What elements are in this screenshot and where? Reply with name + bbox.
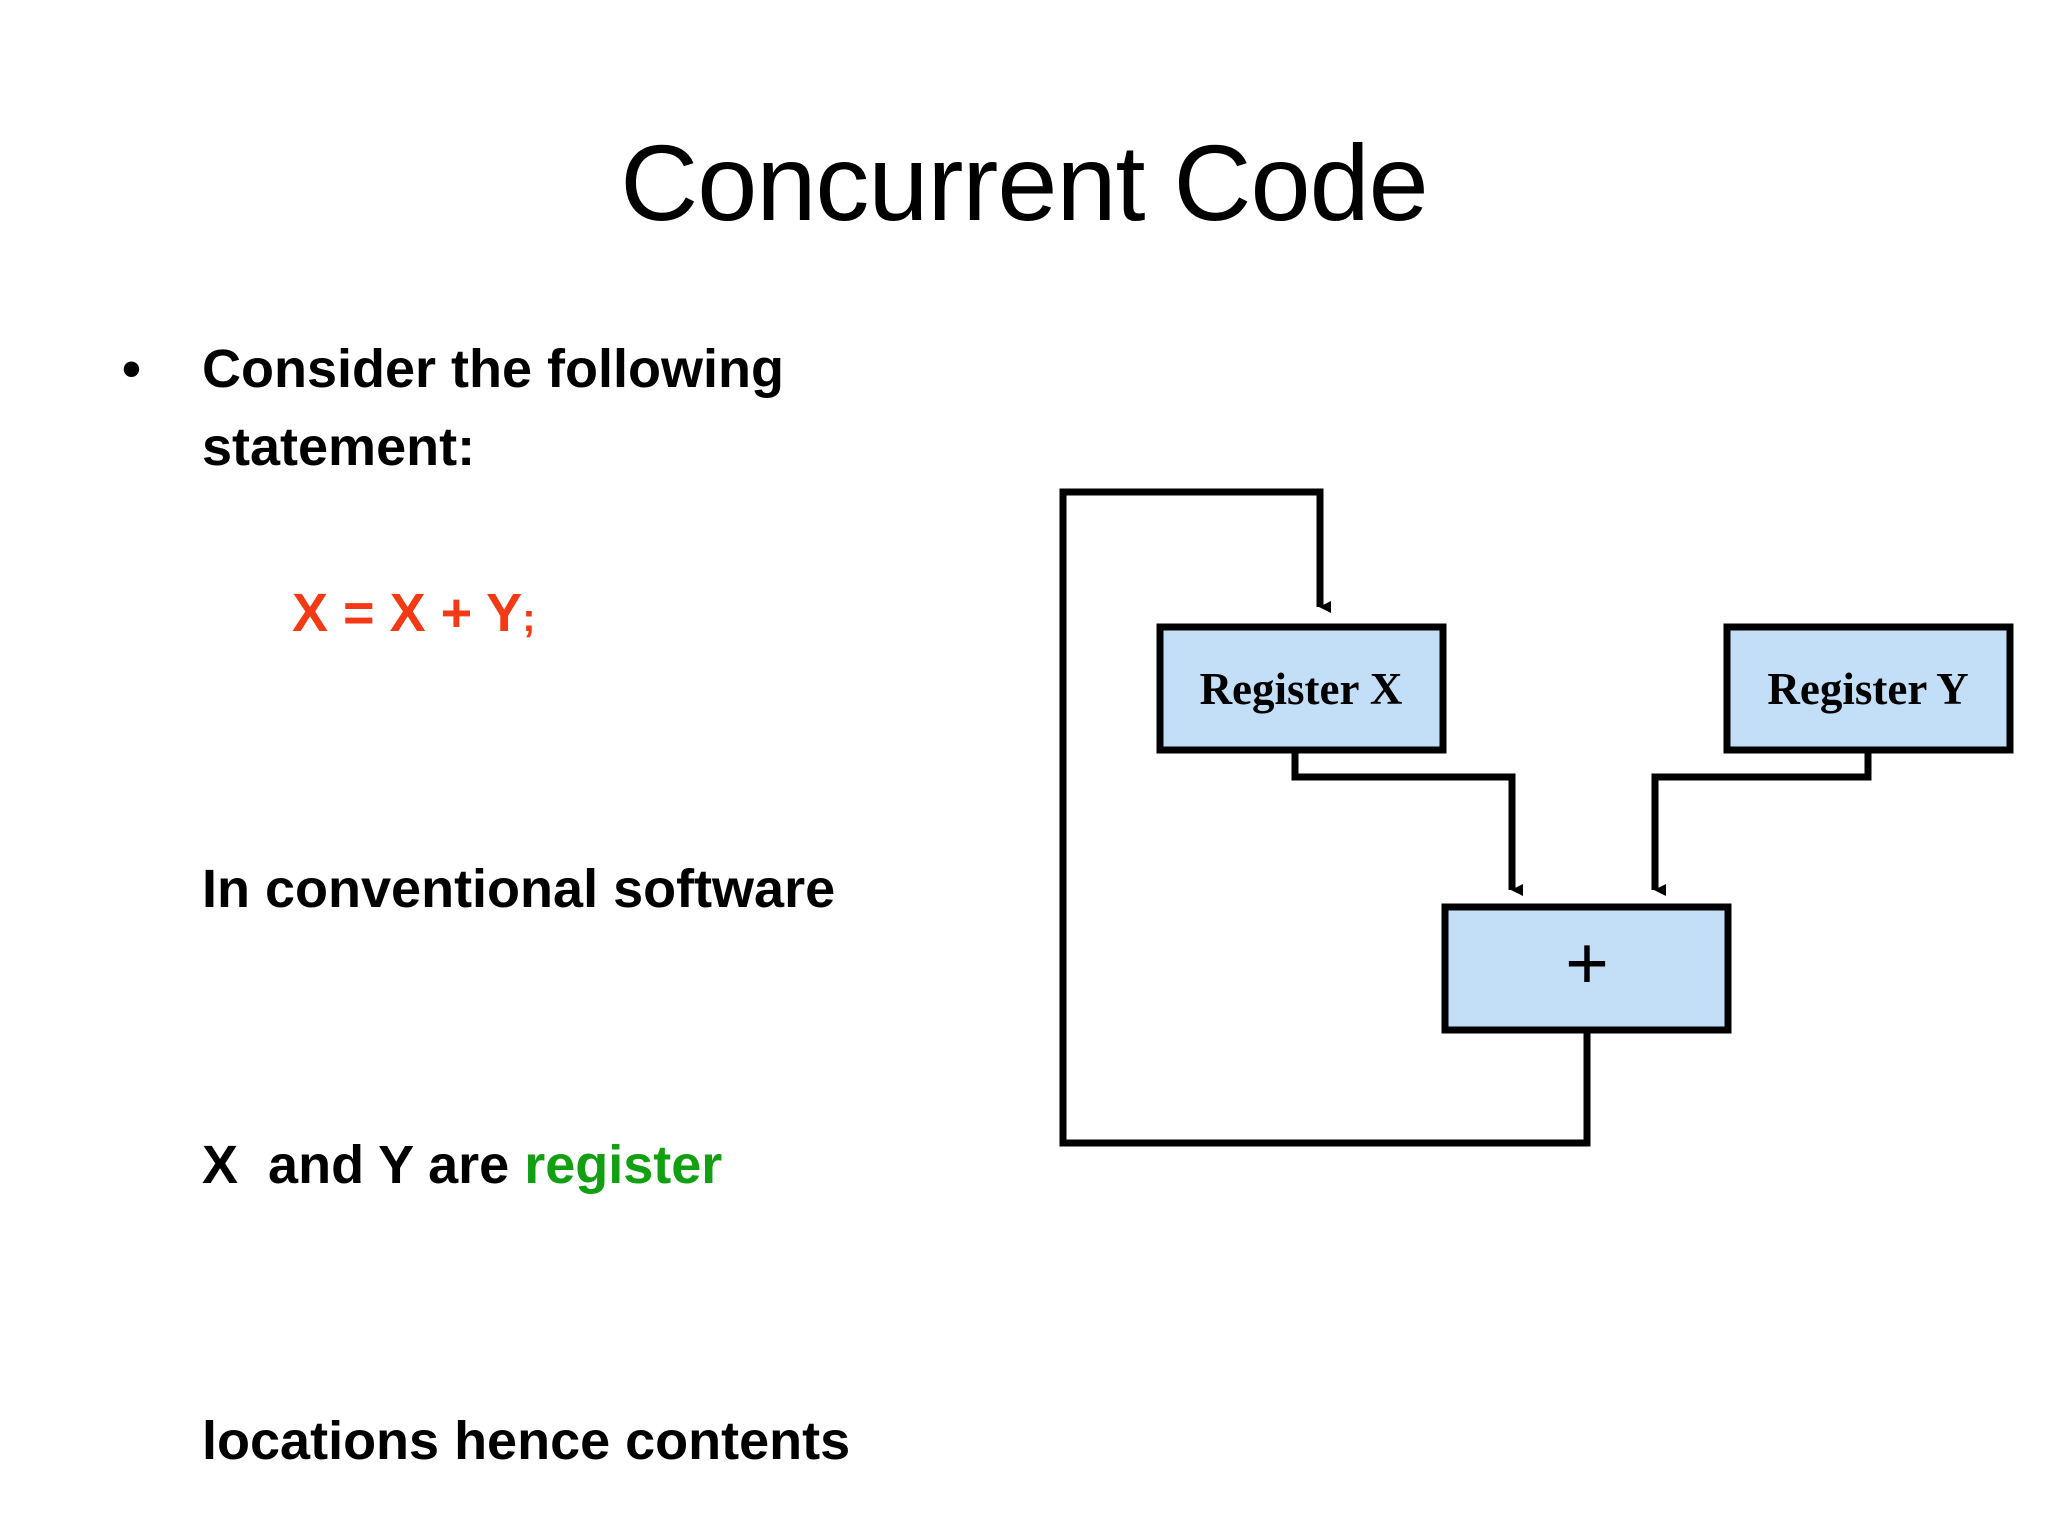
register-adder-diagram: Register X Register Y +: [1040, 470, 2040, 1170]
paragraph-line-1: In conventional software: [112, 751, 1017, 1027]
bullet-dot-icon: •: [122, 339, 141, 399]
register-y-label: Register Y: [1767, 664, 1968, 714]
wire-register-y-to-adder: [1651, 750, 1872, 896]
node-register-x[interactable]: Register X: [1156, 623, 1447, 754]
body-text-block: • Consider the following statement: X = …: [112, 330, 1017, 1536]
paragraph-line-3-text: locations hence contents: [202, 1411, 851, 1471]
bullet-line-1: Consider the following: [202, 339, 784, 399]
paragraph-line-3: locations hence contents: [112, 1303, 1017, 1536]
paragraph-line-2-prefix: X and Y are: [202, 1135, 525, 1195]
paragraph-line-2: X and Y are register: [112, 1027, 1017, 1303]
bullet-item-1-cont: statement:: [112, 408, 1017, 486]
diagram-svg: Register X Register Y +: [1059, 488, 2014, 1147]
register-y-box[interactable]: [1723, 623, 2014, 754]
wire-adder-to-register-x: [1059, 488, 1591, 1147]
page-title: Concurrent Code: [620, 122, 1428, 243]
register-x-box[interactable]: [1156, 623, 1447, 754]
bullet-item-1: • Consider the following: [112, 330, 1017, 408]
adder-box[interactable]: [1441, 903, 1732, 1034]
adder-label: +: [1565, 920, 1609, 1007]
code-statement: X = X + Y: [292, 583, 523, 643]
paragraph-line-1-text: In conventional software: [202, 859, 836, 919]
node-adder[interactable]: +: [1441, 903, 1732, 1034]
register-x-label: Register X: [1200, 664, 1403, 714]
node-register-y[interactable]: Register Y: [1723, 623, 2014, 754]
code-statement-line: X = X + Y;: [112, 502, 1017, 729]
paragraph-line-2-highlight: register: [524, 1135, 723, 1195]
code-terminator: ;: [522, 596, 536, 640]
bullet-line-2: statement:: [202, 417, 476, 477]
wire-register-x-to-adder: [1291, 750, 1523, 896]
